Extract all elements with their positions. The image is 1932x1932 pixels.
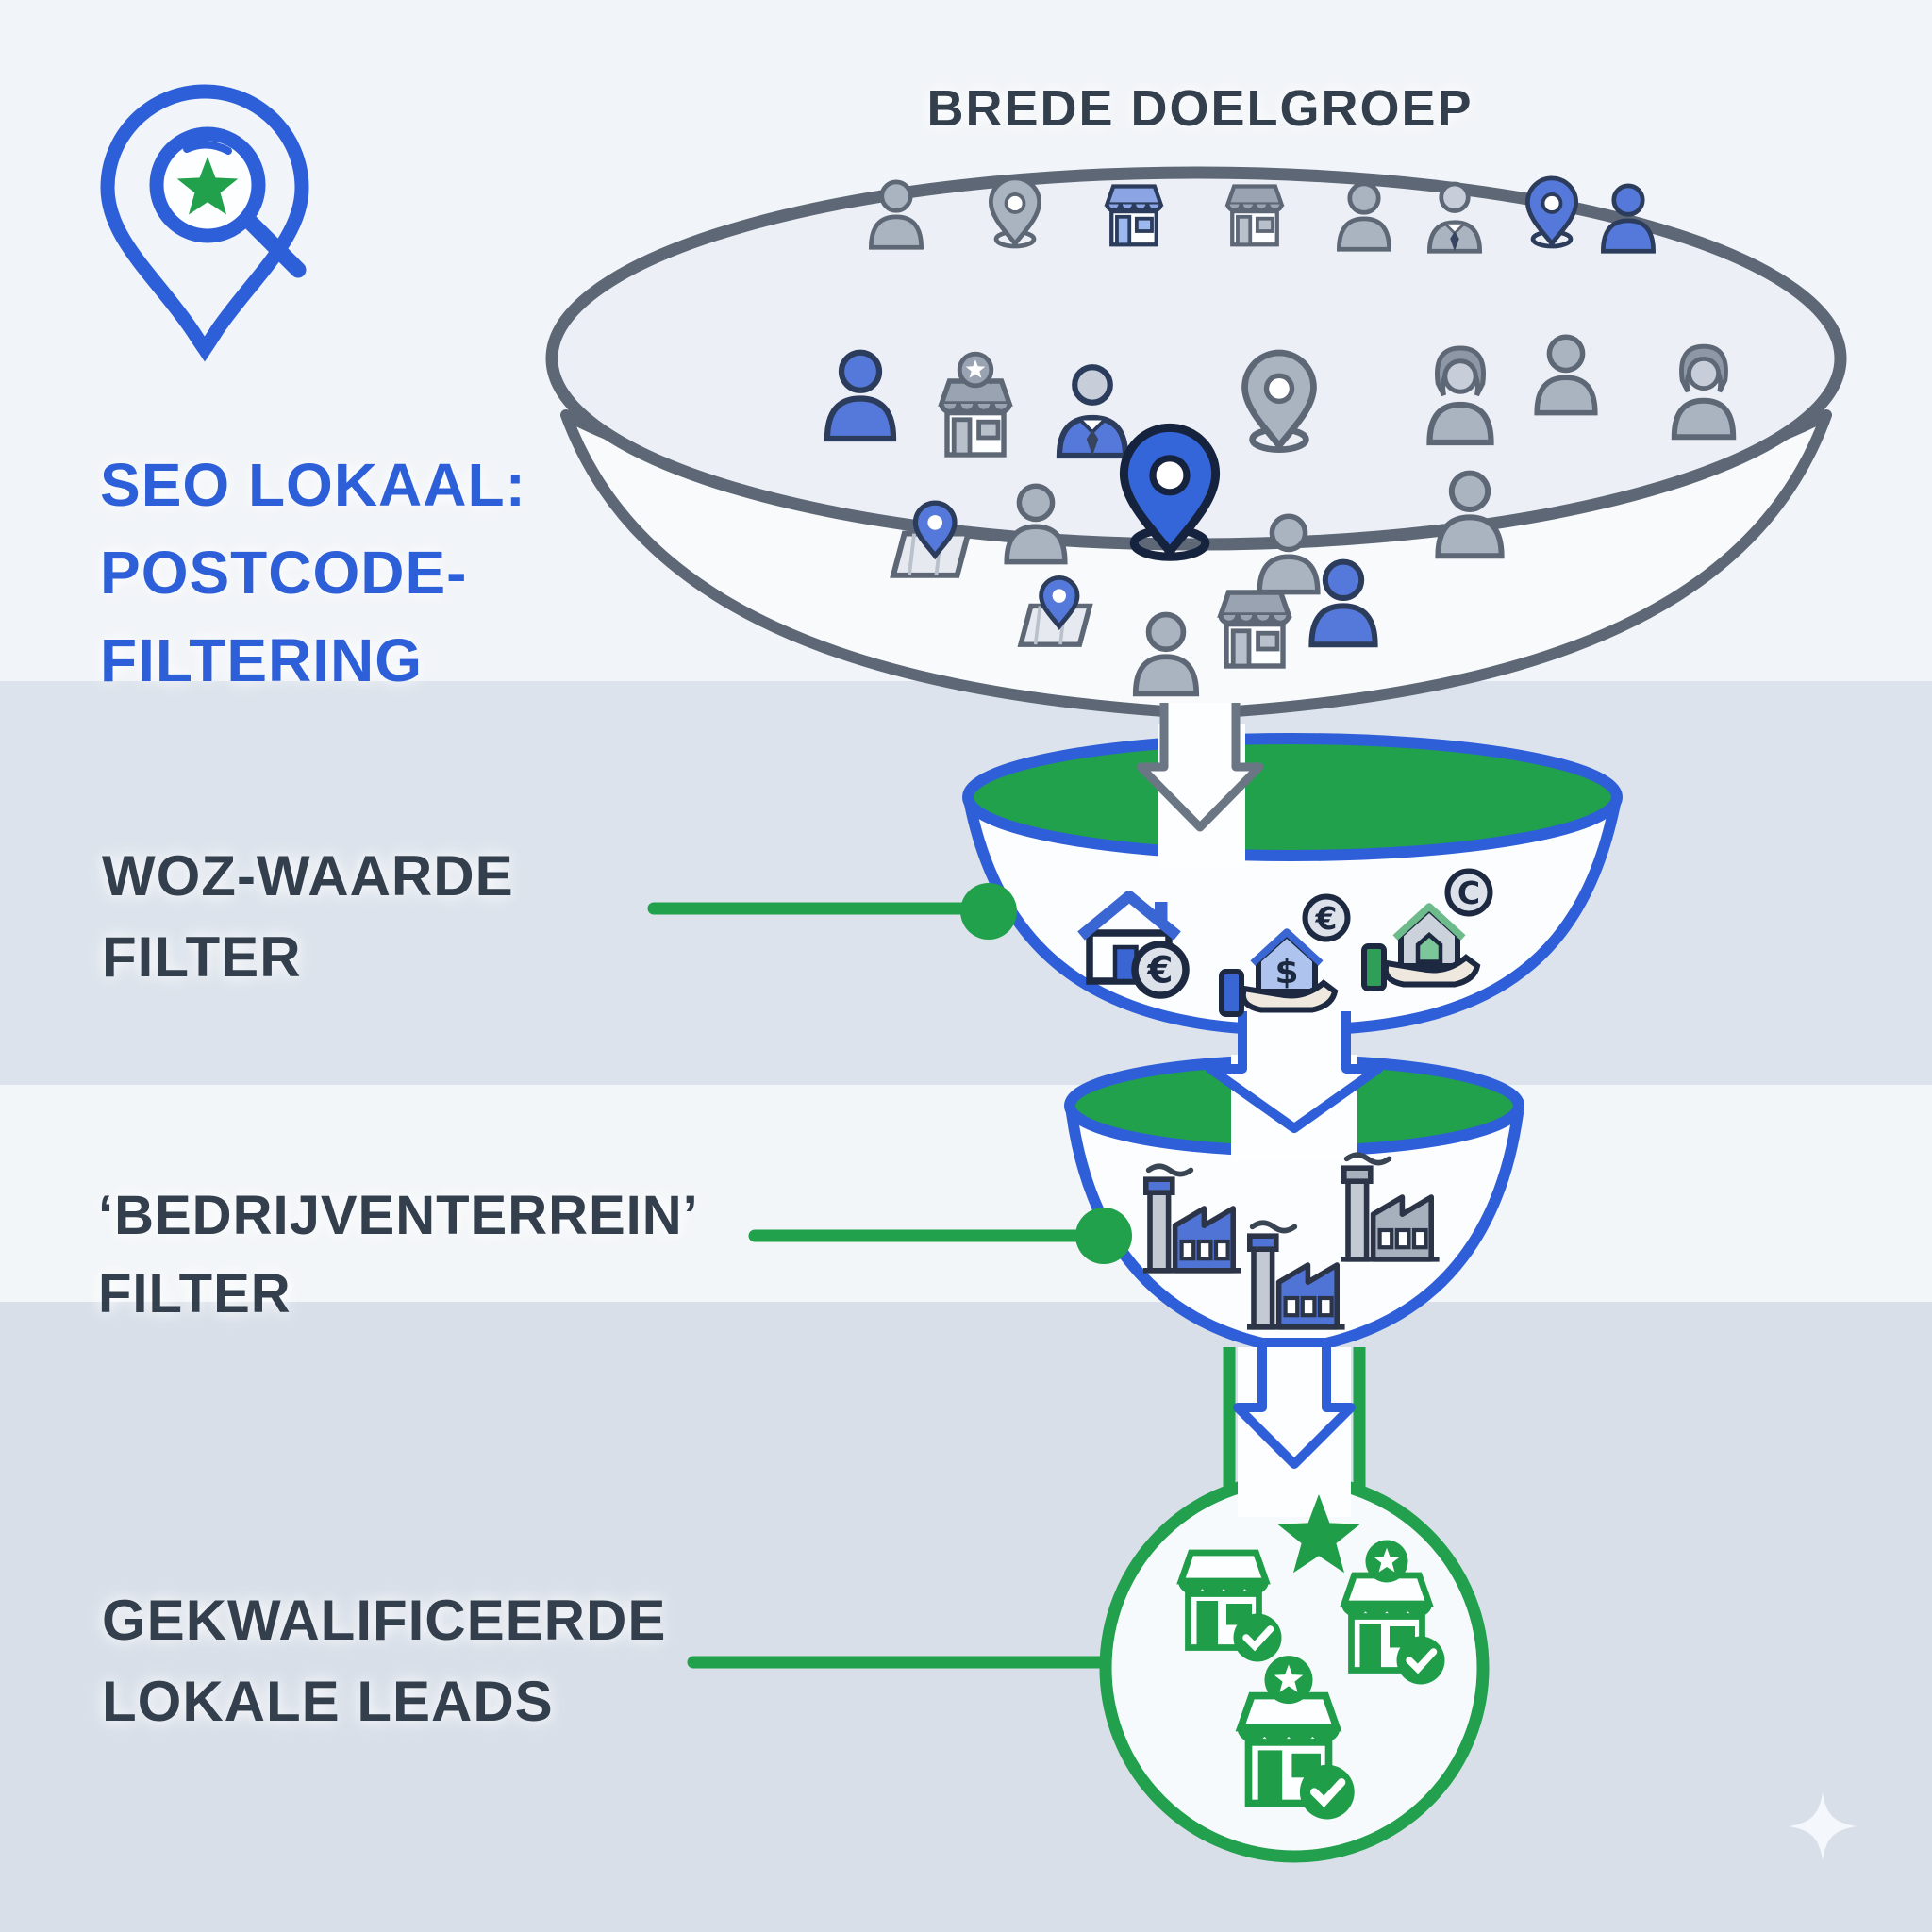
person-tie-icon	[1056, 364, 1129, 459]
map-pin-icon	[1017, 575, 1093, 647]
stage-label-woz-waarde-filter: WOZ-WAARDE FILTER	[102, 844, 514, 989]
house-hand-coin-icon: C	[1361, 868, 1493, 991]
person-tie-icon	[1427, 181, 1482, 254]
four-point-sparkle-icon	[1789, 1792, 1857, 1860]
stage-label-bedrijventerrein-filter: ‘BEDRIJVENTERREIN’ FILTER	[98, 1185, 699, 1324]
map-pin-magnifier-star-icon	[100, 84, 309, 362]
connector-bedrijventerrein	[748, 1208, 1132, 1264]
connector-woz	[647, 883, 1017, 940]
person-icon	[1337, 181, 1391, 252]
down-arrow-icon-blue-1	[1206, 1011, 1383, 1133]
svg-text:C: C	[1457, 874, 1480, 911]
shop-icon	[1104, 184, 1164, 247]
stage-label-gekwalificeerde-lokale-leads: GEKWALIFICEERDE LOKALE LEADS	[102, 1589, 667, 1733]
factory-icon	[1341, 1152, 1440, 1262]
background-band	[0, 1302, 1932, 1932]
svg-text:€: €	[1146, 950, 1173, 992]
person-icon	[1132, 611, 1200, 697]
person-icon	[824, 349, 897, 442]
shop-star-check-icon	[1235, 1656, 1355, 1820]
shop-star-check-icon	[1340, 1540, 1445, 1685]
woman-icon	[1671, 343, 1737, 441]
background-band	[0, 1085, 1932, 1302]
shop-icon	[1224, 184, 1285, 247]
factory-icon	[1143, 1163, 1241, 1274]
woman-icon	[1426, 345, 1494, 446]
pin-icon	[988, 175, 1042, 249]
pin-icon	[1241, 349, 1317, 454]
person-icon	[1257, 513, 1321, 595]
house-euro-icon: €	[1077, 891, 1190, 999]
brand-title: SEO LOKAAL: POSTCODE- FILTERING	[100, 451, 526, 694]
person-icon	[1534, 334, 1598, 416]
shop-icon	[1217, 590, 1292, 669]
star-green-icon	[1277, 1494, 1360, 1574]
funnel-top-label: BREDE DOELGROEP	[926, 80, 1474, 137]
down-arrow-icon-blue-2	[1233, 1347, 1356, 1469]
map-pin-icon	[890, 500, 973, 578]
person-icon	[869, 179, 924, 250]
pin-icon	[1524, 175, 1579, 249]
background-band	[0, 681, 1932, 1085]
funnel-icons-layer: €€$C	[824, 175, 1737, 1820]
down-arrow-icon-gray	[1136, 703, 1264, 832]
person-icon	[1004, 483, 1068, 565]
factory-icon	[1247, 1220, 1345, 1330]
svg-text:€: €	[1315, 900, 1338, 937]
person-icon	[1308, 558, 1378, 648]
funnel-stage1-broad	[545, 166, 1847, 717]
person-icon	[1435, 470, 1505, 559]
pin-icon	[1119, 423, 1221, 561]
shop-star-icon	[938, 351, 1013, 458]
person-icon	[1601, 183, 1656, 254]
shop-check-icon	[1176, 1549, 1282, 1662]
house-hand-dollar-icon: €$	[1219, 893, 1351, 1017]
svg-text:$: $	[1274, 953, 1298, 991]
